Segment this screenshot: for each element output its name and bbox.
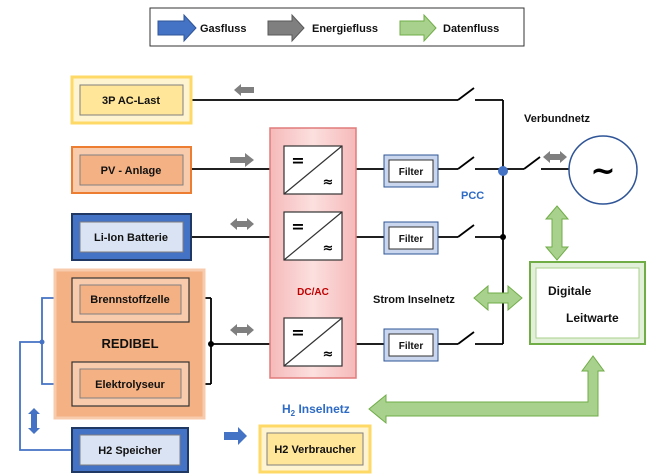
island-power-label: Strom Inselnetz bbox=[373, 294, 455, 306]
energy-flow-arrow-icon bbox=[267, 13, 305, 43]
ac-load-label: 3P AC-Last bbox=[102, 95, 160, 107]
control-room-line1: Digitale bbox=[548, 284, 592, 298]
power-wiring bbox=[189, 87, 569, 385]
legend: Gasfluss Energiefluss Datenfluss bbox=[149, 7, 525, 47]
filter-label: Filter bbox=[399, 167, 424, 178]
legend-gas: Gasfluss bbox=[200, 23, 246, 35]
filter-label: Filter bbox=[399, 234, 424, 245]
ac-symbol: ≈ bbox=[323, 175, 334, 190]
pv-energy-arrow-icon bbox=[230, 153, 254, 167]
pv-block[interactable]: PV - Anlage bbox=[71, 146, 192, 194]
gas-flow-arrow-icon bbox=[224, 427, 247, 445]
fuel-cell-energy-arrow-icon bbox=[230, 324, 254, 336]
h2-consumer-label: H2 Verbraucher bbox=[274, 444, 356, 456]
filter-battery[interactable]: Filter bbox=[383, 221, 439, 255]
h2-storage-double-arrow-icon bbox=[28, 408, 40, 434]
pv-label: PV - Anlage bbox=[101, 165, 162, 177]
electrolyzer-label: Elektrolyseur bbox=[95, 379, 165, 391]
filter-label: Filter bbox=[399, 341, 424, 352]
h2-storage-block[interactable]: H2 Speicher bbox=[71, 427, 189, 473]
h2-island-data-arrow-icon bbox=[368, 355, 605, 425]
legend-energy: Energiefluss bbox=[312, 23, 378, 35]
legend-data: Datenfluss bbox=[443, 23, 499, 35]
redibel-block[interactable]: Brennstoffzelle REDIBEL Elektrolyseur bbox=[53, 268, 206, 420]
control-room-line2: Leitwarte bbox=[566, 311, 619, 325]
data-flow-arrow-icon bbox=[399, 13, 437, 43]
fuel-cell-label: Brennstoffzelle bbox=[90, 294, 169, 306]
ac-symbol: ≈ bbox=[323, 347, 334, 362]
ac-load-energy-arrow-icon bbox=[234, 84, 254, 96]
h2-storage-label: H2 Speicher bbox=[98, 445, 162, 457]
ac-load-block[interactable]: 3P AC-Last bbox=[70, 75, 193, 125]
dcac-label: DC/AC bbox=[297, 287, 329, 298]
dc-symbol: = bbox=[291, 217, 304, 236]
filter-pv[interactable]: Filter bbox=[383, 154, 439, 188]
grid-label: Verbundnetz bbox=[524, 113, 591, 125]
control-room-block[interactable]: Digitale Leitwarte bbox=[529, 261, 646, 345]
fuel-cell-junction bbox=[208, 341, 214, 347]
grid-control-data-arrow-icon bbox=[544, 205, 570, 261]
gas-flow-arrow-icon bbox=[157, 13, 197, 43]
dc-symbol: = bbox=[291, 323, 304, 342]
dcac-inverter-block[interactable]: = ≈ = ≈ DC/AC = ≈ bbox=[269, 127, 357, 379]
ac-wave-icon: ~ bbox=[590, 154, 615, 189]
island-power-data-arrow-icon bbox=[473, 284, 523, 312]
grid-energy-arrow-icon bbox=[543, 151, 567, 163]
inverter-battery: = ≈ bbox=[283, 211, 343, 261]
pcc-junction bbox=[498, 166, 508, 176]
dc-symbol: = bbox=[291, 151, 304, 170]
pcc-label: PCC bbox=[461, 190, 484, 202]
h2-consumer-block[interactable]: H2 Verbraucher bbox=[258, 424, 372, 474]
battery-energy-arrow-icon bbox=[230, 218, 254, 230]
inverter-pv: = ≈ bbox=[283, 145, 343, 195]
bus-junction bbox=[500, 234, 506, 240]
redibel-label: REDIBEL bbox=[101, 336, 158, 351]
battery-block[interactable]: Li-Ion Batterie bbox=[71, 213, 192, 261]
ac-symbol: ≈ bbox=[323, 241, 334, 256]
inverter-fuel-cell: = ≈ bbox=[283, 317, 343, 367]
grid-symbol[interactable]: ~ bbox=[568, 135, 638, 205]
h2-island-label: H2 Inselnetz bbox=[282, 402, 350, 418]
filter-fuel-cell[interactable]: Filter bbox=[383, 328, 439, 362]
battery-label: Li-Ion Batterie bbox=[94, 232, 168, 244]
